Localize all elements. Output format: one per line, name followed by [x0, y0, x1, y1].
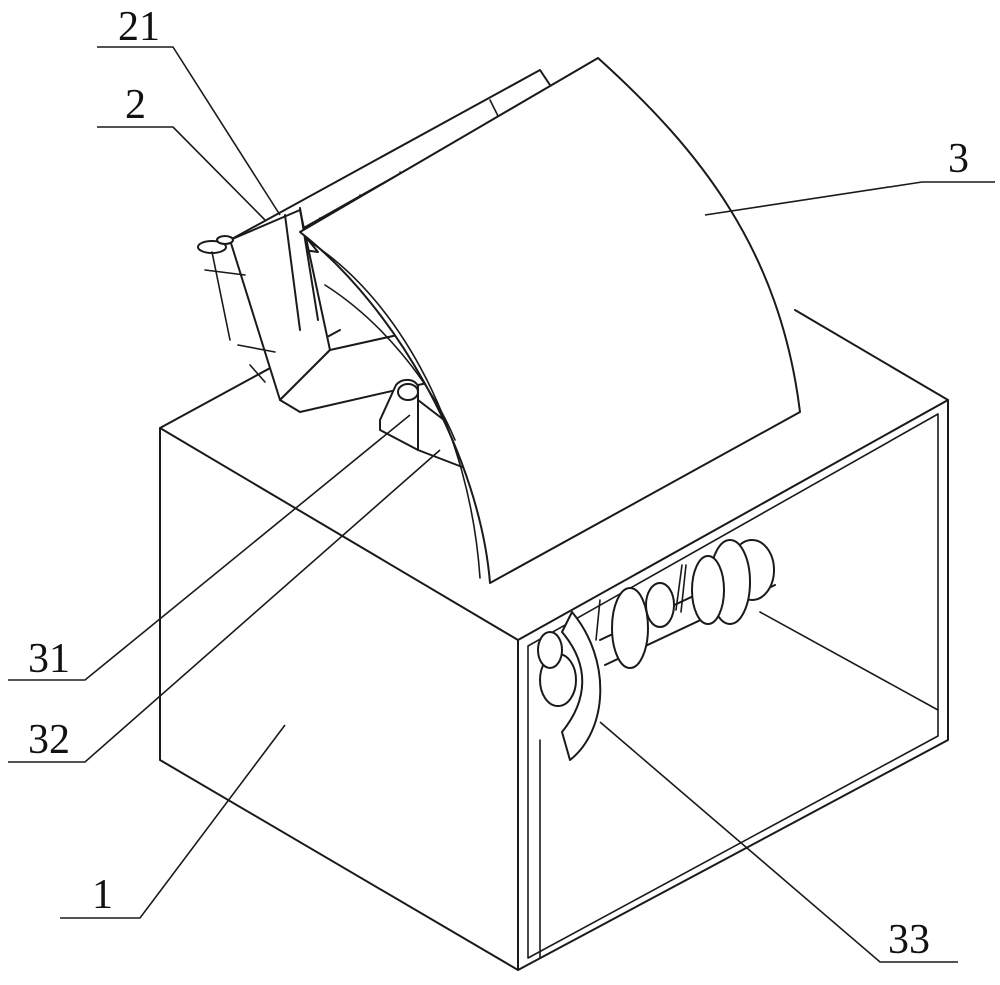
- box-interior-edge: [759, 611, 939, 711]
- curved-paddle: [561, 611, 602, 761]
- box-left-face: [159, 427, 519, 971]
- leader-2: [97, 126, 266, 221]
- bolt-bar-2: [237, 344, 276, 353]
- leader-lines: [8, 46, 995, 963]
- label-31: 31: [28, 636, 70, 682]
- label-32: 32: [28, 717, 70, 763]
- box-right-face: [517, 399, 949, 971]
- leader-32: [8, 449, 441, 763]
- box-top-right-edge: [794, 309, 949, 401]
- label-21: 21: [118, 4, 160, 50]
- strut-1: [284, 214, 301, 331]
- strut-2: [299, 207, 319, 321]
- curved-cover: [299, 57, 801, 584]
- box-body: [159, 309, 949, 971]
- crank-mechanism: [537, 539, 776, 761]
- cover-rib-1: [324, 284, 456, 441]
- box-opening-rim: [527, 413, 939, 959]
- leader-33: [599, 721, 958, 963]
- disc-4: [645, 582, 675, 628]
- leader-3: [704, 181, 995, 216]
- disc-7: [537, 631, 563, 669]
- part-labels: 21 2 3 31 32 1 33: [28, 4, 969, 963]
- label-3: 3: [948, 136, 969, 182]
- support-rod-2: [680, 564, 687, 613]
- bolt-icon-group: [197, 235, 276, 383]
- side-plate-assembly: [197, 69, 553, 413]
- bolt-rod-1: [211, 251, 231, 341]
- disc-5: [611, 587, 649, 669]
- label-2: 2: [125, 82, 146, 128]
- support-rod-1: [675, 564, 683, 611]
- label-33: 33: [888, 917, 930, 963]
- label-1: 1: [92, 872, 113, 918]
- cover-outer: [299, 57, 801, 584]
- disc-3: [691, 555, 725, 625]
- bolt-bar-1: [204, 269, 246, 276]
- cover-inner-edge: [309, 241, 481, 579]
- leader-31: [8, 414, 411, 681]
- support-rod-3: [595, 599, 601, 641]
- bolt-rod-2: [249, 364, 266, 383]
- leader-1: [60, 724, 286, 919]
- leader-21: [97, 46, 281, 216]
- pivot-pin-icon: [397, 383, 419, 401]
- bolt-head-icon: [216, 235, 234, 245]
